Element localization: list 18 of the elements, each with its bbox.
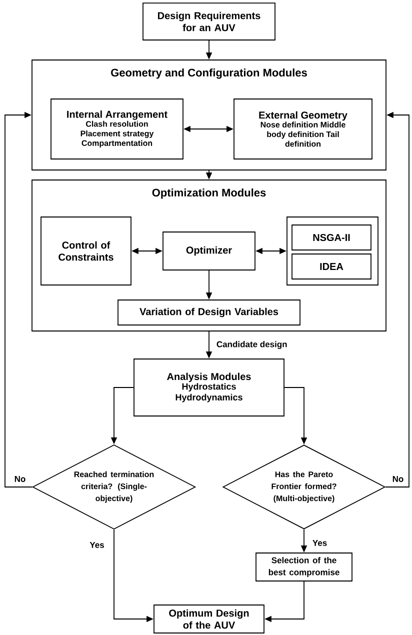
process-box: External Geometry Nose definition Middle body definition Tail definition	[234, 98, 372, 160]
process-box: Selection of the best compromise	[256, 552, 352, 582]
process-box: NSGA-II	[292, 224, 372, 250]
edge-label: Yes	[88, 541, 106, 549]
edge-label: Yes	[311, 539, 328, 547]
process-box: Analysis Modules Hydrostatics Hydrodynamics	[134, 358, 284, 416]
process-box: Control of Constraints	[40, 216, 132, 286]
algorithm-group-box	[286, 216, 378, 286]
edge-label: No	[13, 475, 27, 483]
process-box: IDEA	[292, 254, 372, 280]
process-box: Design Requirements for an AUV	[142, 2, 276, 40]
arrow	[4, 112, 33, 488]
process-box: Optimizer	[162, 232, 256, 270]
edge-label: Candidate design	[215, 340, 288, 350]
process-box: Optimum Design of the AUV	[154, 604, 264, 634]
process-box: Variation of Design Variables	[118, 300, 300, 326]
edge-label: No	[391, 475, 405, 483]
process-box: Internal Arrangement Clash resolution Placement strategy Compartmentation	[50, 98, 184, 160]
